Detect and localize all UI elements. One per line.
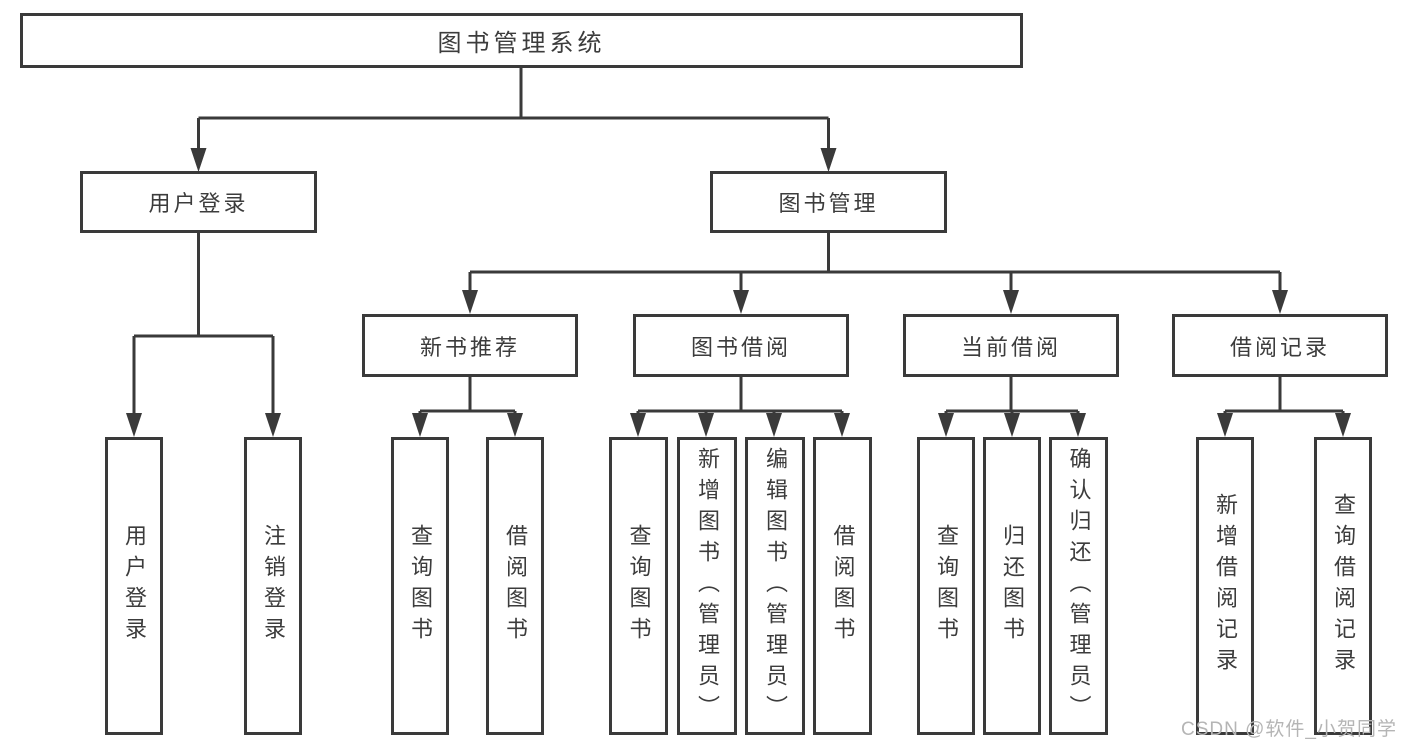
node-label: 查询借阅记录: [1331, 493, 1356, 679]
node-label: 图书借阅: [690, 334, 791, 360]
csdn-watermark: CSDN @软件_小贺同学: [1181, 719, 1397, 740]
node-label: 用户登录: [122, 524, 147, 648]
node-leaf-user-login: 用户登录: [105, 437, 163, 735]
node-leaf-borrow-book: 借阅图书: [813, 437, 872, 735]
node-label: 查询图书: [626, 524, 652, 648]
node-leaf-borrow-book-recommend: 借阅图书: [486, 437, 544, 735]
node-label: 编辑图书（管理员）: [763, 446, 788, 726]
node-label: 查询图书: [934, 524, 959, 648]
node-label: 借阅图书: [503, 524, 528, 648]
node-new-book-recommendation: 新书推荐: [362, 314, 578, 377]
node-leaf-return-book: 归还图书: [983, 437, 1041, 735]
node-label: 用户登录: [148, 191, 249, 216]
node-book-management: 图书管理: [710, 171, 947, 233]
node-current-borrowing: 当前借阅: [903, 314, 1119, 377]
node-label: 借阅图书: [830, 524, 856, 648]
node-leaf-confirm-return-admin: 确认归还（管理员）: [1049, 437, 1108, 735]
node-label: 确认归还（管理员）: [1066, 446, 1092, 726]
node-label: 当前借阅: [960, 334, 1061, 360]
node-label: 新增图书（管理员）: [695, 446, 720, 726]
node-leaf-edit-book-admin: 编辑图书（管理员）: [745, 437, 805, 735]
node-label: 查询图书: [408, 524, 433, 648]
node-label: 新书推荐: [419, 334, 520, 360]
node-label: 图书管理系统: [437, 30, 606, 57]
node-user-login: 用户登录: [80, 171, 317, 233]
node-label: 借阅记录: [1229, 334, 1330, 360]
node-leaf-search-borrow-record: 查询借阅记录: [1314, 437, 1372, 735]
node-leaf-search-book-recommend: 查询图书: [391, 437, 449, 735]
node-leaf-add-borrow-record: 新增借阅记录: [1196, 437, 1254, 735]
node-label: 新增借阅记录: [1213, 493, 1238, 679]
node-label: 归还图书: [1000, 524, 1025, 648]
node-borrowing-records: 借阅记录: [1172, 314, 1388, 377]
node-label: 图书管理: [778, 191, 879, 216]
node-book-borrowing: 图书借阅: [633, 314, 849, 377]
node-leaf-logout: 注销登录: [244, 437, 302, 735]
node-library-management-system: 图书管理系统: [20, 13, 1023, 68]
node-leaf-add-book-admin: 新增图书（管理员）: [677, 437, 737, 735]
node-leaf-search-book-current: 查询图书: [917, 437, 975, 735]
node-leaf-search-book-borrow: 查询图书: [609, 437, 668, 735]
node-label: 注销登录: [261, 524, 286, 648]
